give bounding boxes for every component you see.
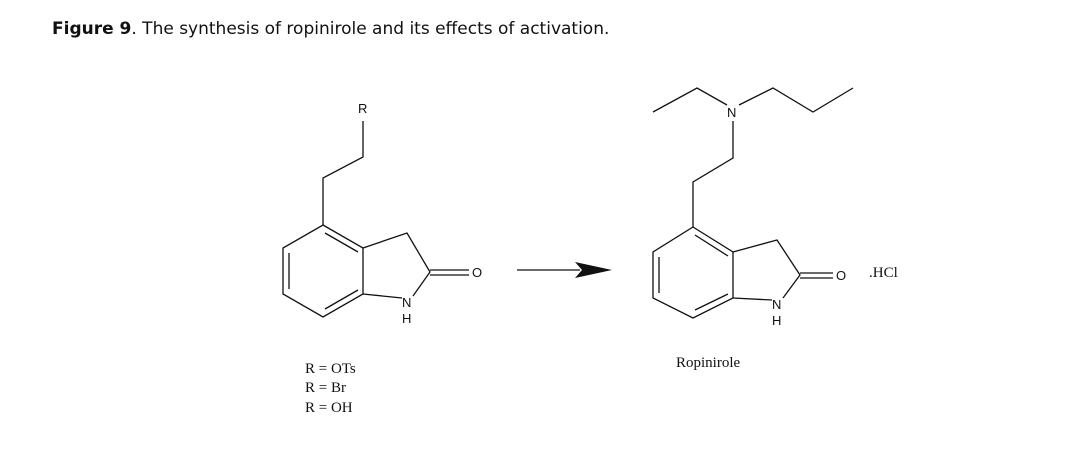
- aromatic-double-bonds: [658, 234, 729, 311]
- benzene-ring: [652, 226, 734, 319]
- hydrogen-label: H: [402, 311, 411, 326]
- benzene-ring: [282, 224, 364, 318]
- side-chain-bond: [322, 121, 364, 225]
- reaction-arrow: [517, 262, 612, 278]
- lactam-ring: [362, 232, 431, 299]
- r-option-2: R = Br: [305, 380, 346, 396]
- nitrogen-label: N: [402, 295, 411, 310]
- nitrogen-label: N: [772, 297, 781, 312]
- carbonyl-bond: [430, 269, 469, 276]
- r-option-1: R = OTs: [305, 361, 356, 377]
- r-option-3: R = OH: [305, 400, 353, 416]
- oxygen-label: O: [836, 268, 846, 283]
- figure-label: Figure 9: [52, 19, 132, 39]
- side-chain-bond: [692, 121, 734, 227]
- reactant-structure: R O N H R = OTs R = Br R = OH: [282, 101, 482, 416]
- product-structure: N O N H .HCl Ropinirole: [652, 87, 898, 371]
- product-name: Ropinirole: [676, 355, 741, 371]
- carbonyl-bond: [800, 272, 833, 279]
- arrow-head-icon: [575, 262, 612, 278]
- aromatic-double-bonds: [288, 232, 359, 310]
- oxygen-label: O: [472, 265, 482, 280]
- amine-nitrogen-label: N: [727, 105, 736, 120]
- n-alkyl-bonds: [652, 87, 854, 113]
- salt-label: .HCl: [869, 265, 898, 281]
- figure-caption-text: . The synthesis of ropinirole and its ef…: [131, 19, 610, 39]
- figure-caption: Figure 9. The synthesis of ropinirole an…: [52, 19, 609, 39]
- hydrogen-label: H: [772, 313, 781, 328]
- lactam-ring: [732, 239, 801, 301]
- r-group-label: R: [358, 101, 367, 116]
